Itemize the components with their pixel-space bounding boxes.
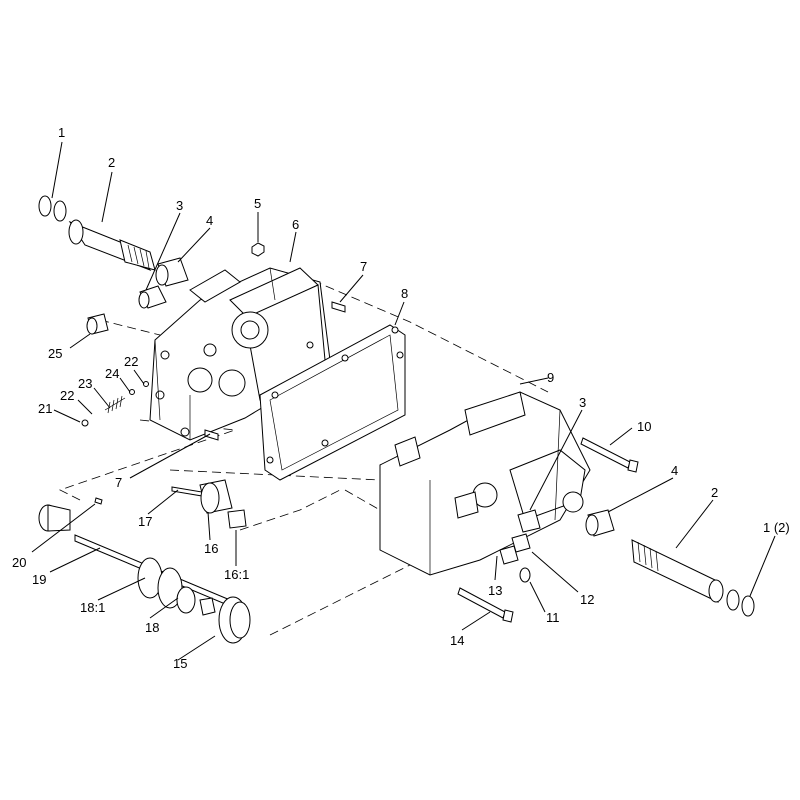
bolt-lower: [457, 587, 514, 623]
callout-3: 3: [176, 198, 183, 213]
callout-21: 21: [38, 401, 52, 416]
callout-24: 24: [105, 366, 119, 381]
callout-25: 25: [48, 346, 62, 361]
callout-2: 2: [108, 155, 115, 170]
callout-2b: 2: [711, 485, 718, 500]
callout-3b: 3: [579, 395, 586, 410]
callout-11: 11: [546, 610, 560, 625]
leader-lines: [31, 141, 776, 661]
callout-9: 9: [547, 370, 554, 385]
bushings-right: [517, 509, 615, 537]
callout-18-1: 18:1: [80, 600, 105, 615]
lower-housing: [379, 391, 591, 576]
callout-13: 13: [488, 583, 502, 598]
nut: [251, 242, 265, 257]
gear-cluster: [137, 557, 216, 616]
gear-shaft-upper: [171, 479, 247, 529]
shaft-upper: [68, 219, 156, 272]
callout-1b: 1 (2): [763, 520, 790, 535]
callout-22a: 22: [124, 354, 138, 369]
shaft-lower: [631, 539, 724, 603]
callout-6: 6: [292, 217, 299, 232]
callout-10: 10: [637, 419, 651, 434]
callout-20: 20: [12, 555, 26, 570]
callout-16-1: 16:1: [224, 567, 249, 582]
bushings-left: [86, 257, 189, 335]
callout-1: 1: [58, 125, 65, 140]
dowel-pins: [204, 301, 346, 441]
callout-16: 16: [204, 541, 218, 556]
callout-17: 17: [138, 514, 152, 529]
callout-12: 12: [580, 592, 594, 607]
retaining-rings-upper: [38, 195, 67, 222]
gear-large: [218, 596, 251, 644]
retaining-rings-lower: [726, 589, 755, 617]
seal-washer-right: [499, 533, 531, 583]
callout-8: 8: [401, 286, 408, 301]
callout-23: 23: [78, 376, 92, 391]
bolt-upper-right: [580, 437, 639, 473]
callout-labels: 1 2 3 4 5 6 7 8 25 22 24 23 22 21 9 3 10…: [12, 125, 790, 671]
gasket: [259, 324, 406, 481]
gear-small: [38, 497, 103, 532]
callout-14: 14: [450, 633, 464, 648]
callout-4b: 4: [671, 463, 678, 478]
callout-4: 4: [206, 213, 213, 228]
callout-18: 18: [145, 620, 159, 635]
callout-5: 5: [254, 196, 261, 211]
callout-15: 15: [173, 656, 187, 671]
callout-22b: 22: [60, 388, 74, 403]
callout-7b: 7: [115, 475, 122, 490]
callout-19: 19: [32, 572, 46, 587]
callout-7: 7: [360, 259, 367, 274]
